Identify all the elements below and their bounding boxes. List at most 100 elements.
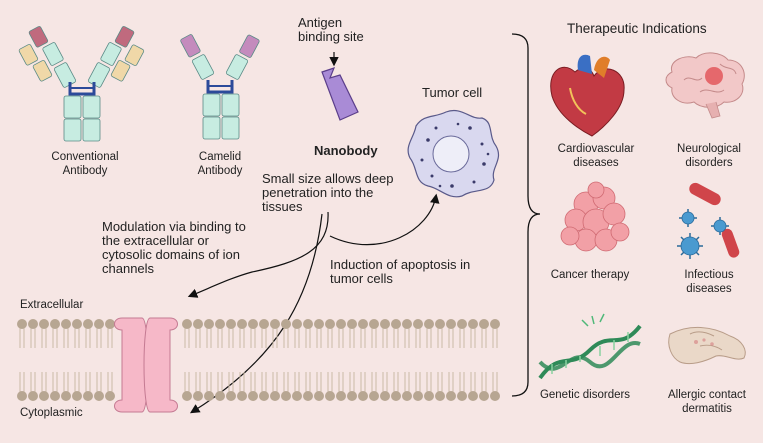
lipid-head	[17, 391, 27, 401]
lipid-head	[292, 391, 302, 401]
lipid-head	[39, 319, 49, 329]
lipid-head	[72, 391, 82, 401]
lipid-head	[479, 391, 489, 401]
lipid-head	[402, 319, 412, 329]
lipid-head	[358, 319, 368, 329]
lipid-head	[248, 391, 258, 401]
lipid-head	[83, 391, 93, 401]
lipid-head	[457, 391, 467, 401]
lipid-head	[413, 319, 423, 329]
lipid-head	[182, 319, 192, 329]
cancer-label: Cancer therapy	[550, 269, 630, 281]
genetic-label: Genetic disorders	[539, 389, 631, 401]
tumor-cell-label: Tumor cell	[422, 85, 483, 100]
lipid-head	[182, 391, 192, 401]
nanobody-label: Nanobody	[314, 143, 378, 158]
lipid-head	[435, 391, 445, 401]
lipid-head	[303, 391, 313, 401]
lipid-head	[281, 319, 291, 329]
cytoplasmic-label: Cytoplasmic	[20, 407, 83, 419]
lipid-head	[325, 391, 335, 401]
lipid-head	[28, 319, 38, 329]
lipid-head	[237, 319, 247, 329]
lipid-head	[105, 319, 115, 329]
camelid-antibody-icon	[180, 34, 260, 140]
lipid-head	[204, 319, 214, 329]
lipid-head	[380, 391, 390, 401]
lipid-head	[72, 319, 82, 329]
lipid-head	[413, 391, 423, 401]
lipid-head	[270, 391, 280, 401]
lipid-head	[358, 391, 368, 401]
tumor-cell-icon	[407, 110, 500, 198]
lipid-head	[446, 391, 456, 401]
dna-icon	[538, 313, 642, 380]
lipid-head	[391, 391, 401, 401]
lipid-head	[215, 391, 225, 401]
lipid-head	[215, 319, 225, 329]
lipid-head	[314, 391, 324, 401]
lipid-head	[17, 319, 27, 329]
nanobody-icon	[321, 52, 359, 121]
lipid-head	[193, 391, 203, 401]
lipid-head	[237, 391, 247, 401]
lipid-head	[248, 319, 258, 329]
lipid-head	[94, 391, 104, 401]
bracket	[511, 33, 541, 397]
lipid-head	[28, 391, 38, 401]
lipid-head	[303, 319, 313, 329]
lipid-head	[83, 319, 93, 329]
lipid-head	[105, 391, 115, 401]
lipid-head	[61, 391, 71, 401]
conventional-antibody-icon	[18, 26, 145, 142]
lipid-head	[270, 319, 280, 329]
lipid-head	[259, 391, 269, 401]
lipid-head	[292, 319, 302, 329]
lipid-head	[61, 319, 71, 329]
lipid-head	[446, 319, 456, 329]
lipid-head	[259, 319, 269, 329]
lipid-head	[226, 391, 236, 401]
lipid-head	[380, 319, 390, 329]
heart-icon	[550, 54, 625, 137]
lipid-head	[193, 319, 203, 329]
lipid-head	[226, 319, 236, 329]
lipid-head	[50, 319, 60, 329]
lipid-head	[468, 319, 478, 329]
lipid-head	[402, 391, 412, 401]
lipid-head	[347, 391, 357, 401]
lipid-head	[347, 319, 357, 329]
lipid-head	[325, 319, 335, 329]
lipid-head	[369, 391, 379, 401]
lipid-head	[424, 319, 434, 329]
lipid-head	[424, 391, 434, 401]
brain-icon	[665, 52, 745, 119]
cancer-cells-icon	[560, 181, 630, 252]
lipid-head	[204, 391, 214, 401]
lipid-head	[490, 391, 500, 401]
pathogens-icon	[677, 182, 740, 259]
lipid-head	[457, 319, 467, 329]
lipid-head	[314, 319, 324, 329]
therapeutic-title: Therapeutic Indications	[567, 21, 707, 36]
lipid-head	[468, 391, 478, 401]
lipid-head	[369, 319, 379, 329]
lipid-head	[94, 319, 104, 329]
lipid-head	[479, 319, 489, 329]
hand-icon	[668, 326, 746, 365]
lipid-head	[281, 391, 291, 401]
lipid-head	[336, 391, 346, 401]
cell-membrane	[17, 319, 500, 401]
